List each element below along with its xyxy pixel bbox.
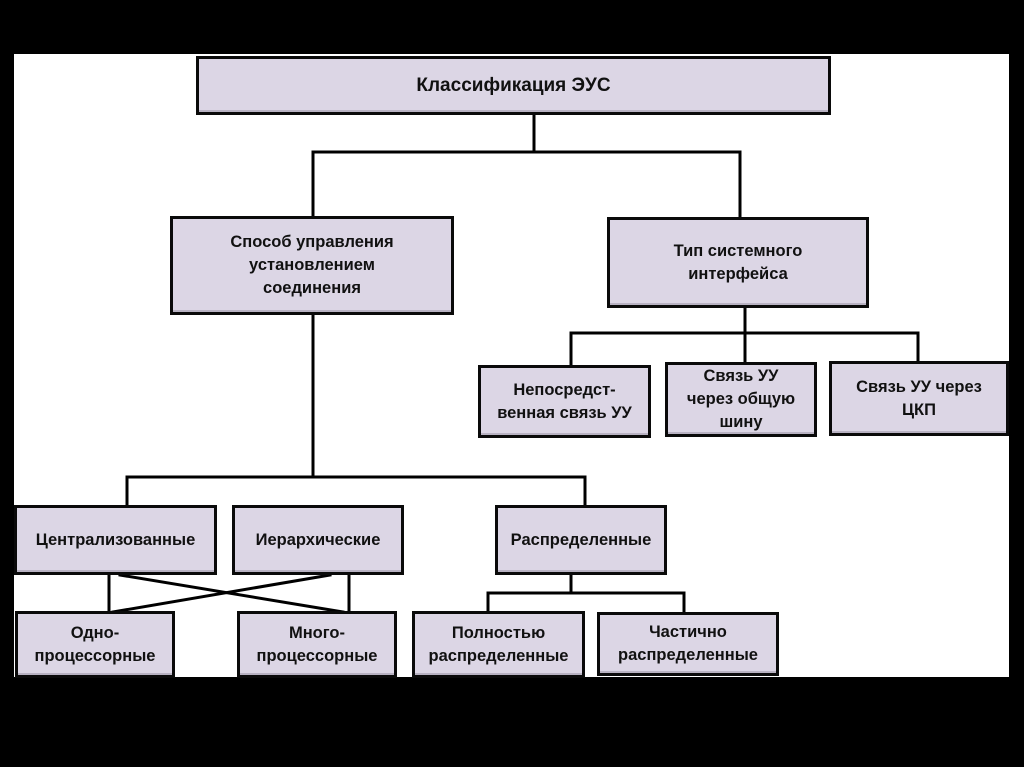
node-via-ckp: Связь УУ через ЦКП <box>829 361 1009 436</box>
node-connection-control-method: Способ управления установлением соединен… <box>170 216 454 315</box>
node-common-bus: Связь УУ через общую шину <box>665 362 817 437</box>
node-system-interface-type: Тип системного интерфейса <box>607 217 869 308</box>
node-root-classification: Классификация ЭУС <box>196 56 831 115</box>
node-hierarchical: Иерархические <box>232 505 404 575</box>
node-direct-link: Непосредст- венная связь УУ <box>478 365 651 438</box>
node-distributed: Распределенные <box>495 505 667 575</box>
node-multi-processor: Много- процессорные <box>237 611 397 678</box>
node-single-processor: Одно- процессорные <box>15 611 175 678</box>
node-fully-distributed: Полностью распределенные <box>412 611 585 678</box>
node-partially-distributed: Частично распределенные <box>597 612 779 676</box>
node-centralized: Централизованные <box>14 505 217 575</box>
